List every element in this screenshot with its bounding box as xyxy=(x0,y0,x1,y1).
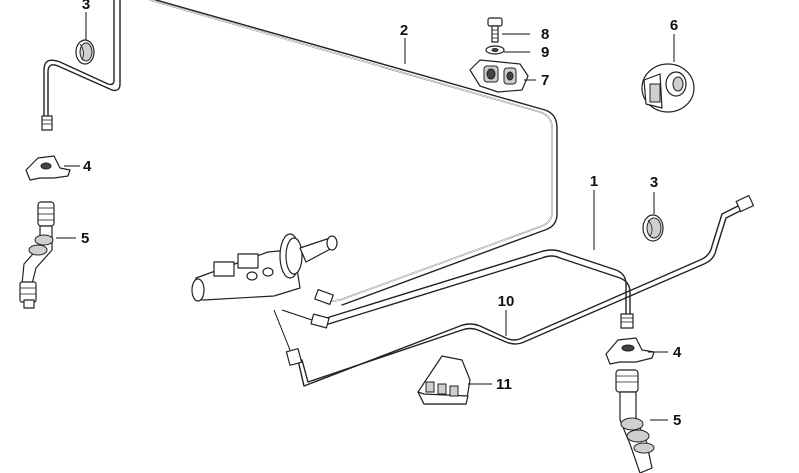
brake-hose-5-left xyxy=(19,201,55,309)
washer-9 xyxy=(485,45,505,55)
brake-hose-5-right xyxy=(615,369,655,473)
callout-4-left: 4 xyxy=(83,158,92,175)
callout-labels: 1 2 3 3 4 4 5 5 6 7 8 9 10 11 xyxy=(81,0,682,429)
callout-11: 11 xyxy=(496,376,512,393)
brake-line-2 xyxy=(149,0,558,306)
callout-6: 6 xyxy=(670,17,678,34)
callout-5-left: 5 xyxy=(81,230,89,247)
pipe-fittings xyxy=(273,288,334,366)
brake-line-10 xyxy=(297,195,755,387)
clip-7 xyxy=(469,59,529,93)
callout-10: 10 xyxy=(498,293,515,310)
callout-2: 2 xyxy=(400,22,408,39)
clip-11 xyxy=(417,355,471,405)
callout-9: 9 xyxy=(541,44,549,61)
bracket-4-right xyxy=(605,337,655,365)
callout-7: 7 xyxy=(541,72,549,89)
holder-6 xyxy=(641,63,695,113)
bolt-8 xyxy=(487,17,503,43)
callout-8: 8 xyxy=(541,26,549,43)
grommet-3-top xyxy=(75,39,95,65)
brake-line-left xyxy=(41,0,121,131)
leader-lines xyxy=(56,12,675,421)
callout-5-right: 5 xyxy=(673,412,681,429)
callout-4-right: 4 xyxy=(673,344,682,361)
callout-3-right: 3 xyxy=(650,174,658,191)
grommet-3-right xyxy=(642,214,664,242)
bracket-4-left xyxy=(25,155,71,181)
callout-3-top: 3 xyxy=(82,0,90,13)
brake-line-1 xyxy=(319,249,634,329)
callout-1: 1 xyxy=(590,173,598,190)
master-cylinder xyxy=(191,233,338,302)
